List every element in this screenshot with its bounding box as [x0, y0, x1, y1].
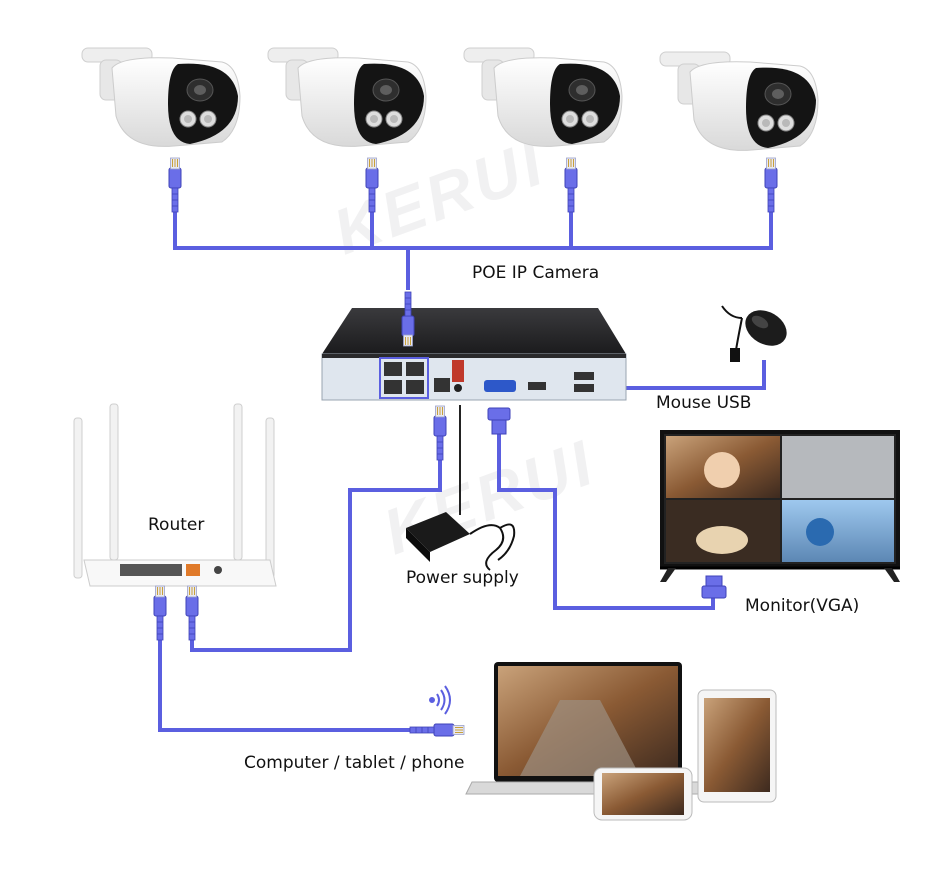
rj45-connector-icon	[168, 157, 182, 213]
rj45-connector-icon	[153, 585, 167, 641]
laptop-icon	[465, 662, 711, 795]
rj45-connector-icon	[433, 405, 447, 461]
router-label: Router	[148, 515, 205, 535]
power-adapter-icon	[406, 512, 516, 571]
nvr-to-monitor-cable	[497, 434, 715, 610]
nvr-recorder-icon	[321, 308, 627, 401]
camera-icon	[81, 47, 241, 147]
vga-connector-icon	[487, 407, 511, 435]
poe-camera-label: POE IP Camera	[472, 263, 600, 283]
router-to-computer-cable	[158, 640, 414, 732]
mouse-usb-label: Mouse USB	[656, 393, 752, 413]
phone-icon	[593, 767, 693, 821]
rj45-connector-icon	[564, 157, 578, 213]
tablet-icon	[697, 689, 777, 803]
rj45-connector-icon	[185, 585, 199, 641]
vga-connector-icon	[701, 575, 727, 599]
mouse-cable	[604, 360, 766, 390]
router-icon	[73, 403, 277, 587]
power-supply-label: Power supply	[406, 568, 519, 588]
monitor-label: Monitor(VGA)	[745, 596, 860, 616]
mouse-icon	[721, 305, 787, 362]
camera-bus-cable	[173, 210, 773, 250]
nvr-to-router-cable	[190, 460, 442, 652]
rj45-connector-icon	[409, 723, 465, 737]
rj45-connector-icon	[365, 157, 379, 213]
cable-network	[158, 210, 773, 732]
camera-icon	[659, 51, 819, 151]
client-devices-label: Computer / tablet / phone	[244, 753, 465, 773]
camera-icon	[267, 47, 427, 147]
rj45-connector-icon	[401, 291, 415, 347]
rj45-connector-icon	[764, 157, 778, 213]
wifi-signal-icon	[429, 685, 451, 715]
camera-icon	[463, 47, 623, 147]
monitor-icon	[660, 430, 900, 582]
